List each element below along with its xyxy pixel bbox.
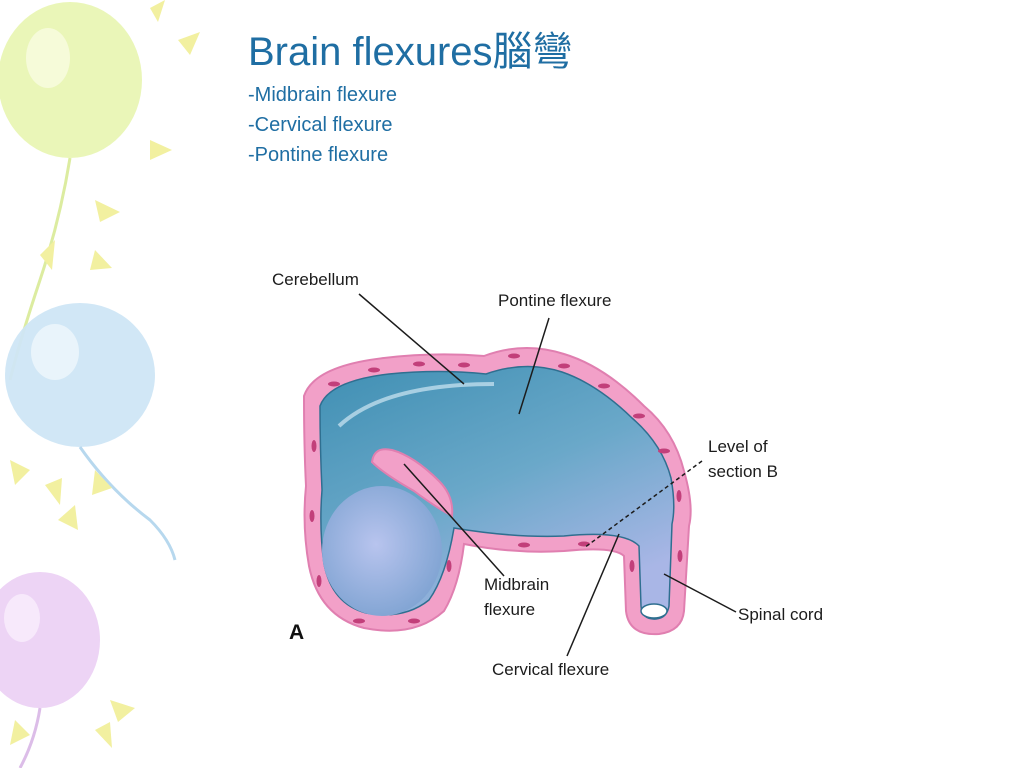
panel-letter: A	[289, 621, 305, 644]
bullet-list: -Midbrain flexure -Cervical flexure -Pon…	[248, 80, 573, 170]
slide-title: Brain flexures腦彎	[248, 30, 573, 74]
label-level-of: Level of	[708, 437, 768, 456]
balloon-decoration	[0, 0, 200, 768]
spinal-cord-opening	[640, 603, 668, 619]
tube-highlight	[337, 382, 495, 428]
blue-balloon	[5, 303, 177, 561]
leader-lines	[358, 293, 737, 657]
bullet-midbrain: -Midbrain flexure	[248, 84, 397, 106]
label-cervical-flexure: Cervical flexure	[492, 660, 610, 679]
wall-cells	[309, 353, 683, 624]
label-spinal-cord: Spinal cord	[738, 605, 824, 624]
label-pontine-flexure: Pontine flexure	[498, 291, 612, 310]
bullet-pontine: -Pontine flexure	[248, 144, 389, 166]
label-midbrain: Midbrain	[484, 575, 550, 594]
yellow-balloon	[0, 0, 200, 381]
brain-flexure-figure: Cerebellum Pontine flexure Level of sect…	[264, 266, 900, 702]
midbrain-fold	[370, 448, 454, 518]
label-midbrain-flexure: flexure	[484, 600, 536, 619]
midbrain-bulb	[322, 486, 442, 616]
bullet-cervical: -Cervical flexure	[248, 114, 393, 136]
brain-tube-illustration	[302, 293, 737, 657]
label-cerebellum: Cerebellum	[272, 270, 359, 289]
purple-balloon	[0, 572, 135, 768]
slide-text-block: Brain flexures腦彎 -Midbrain flexure -Cerv…	[248, 28, 573, 170]
label-section-b: section B	[708, 462, 778, 481]
